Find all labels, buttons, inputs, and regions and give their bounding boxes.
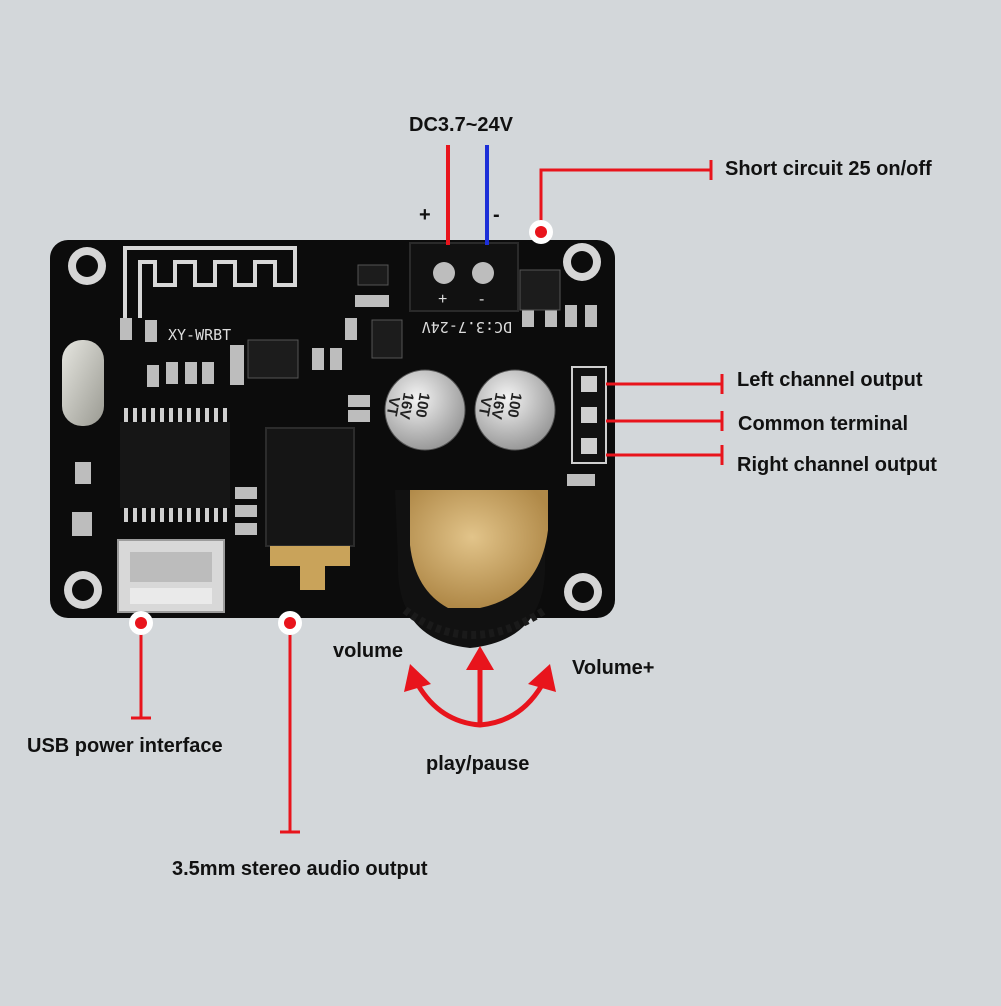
volume-minus-label: volume (333, 640, 404, 662)
capacitor-right-value: 100 (504, 391, 525, 419)
usb-port (117, 539, 225, 613)
crystal-oscillator (62, 340, 104, 426)
voltage-silk-label: DC:3.7-24V (422, 318, 512, 336)
callout-dots (129, 220, 553, 635)
knob-arrows (415, 662, 545, 728)
short-circuit-label: Short circuit 25 on/off (725, 158, 932, 180)
mounting-holes (64, 243, 602, 611)
terminal-minus-silk: - (479, 291, 484, 308)
terminal-plus-silk: + (438, 291, 447, 308)
audio-output-label: 3.5mm stereo audio output (172, 858, 428, 880)
volume-plus-label: Volume+ (572, 657, 655, 679)
ic-packages (247, 264, 561, 379)
plus-sign-label: + (419, 204, 431, 226)
model-silk-label: XY-WRBT (168, 326, 231, 344)
volume-minus-arrowhead (404, 664, 431, 692)
knob-arrowheads (404, 646, 556, 692)
minus-sign-label: - (493, 204, 500, 226)
common-terminal-label: Common terminal (738, 413, 909, 435)
audio-jack (265, 427, 355, 590)
main-chip (120, 408, 230, 522)
play-pause-arrowhead (466, 646, 494, 670)
antenna-trace (123, 246, 297, 318)
capacitor-right: 100 16V VT (474, 369, 556, 451)
capacitor-left-value: 100 (412, 391, 433, 419)
output-pin-header (571, 366, 607, 464)
volume-knob (395, 490, 548, 648)
volume-plus-arrowhead (528, 664, 556, 692)
capacitor-right-code: VT (475, 395, 495, 417)
capacitor-left-voltage: 16V (395, 391, 416, 420)
play-pause-label: play/pause (426, 753, 530, 775)
left-channel-label: Left channel output (737, 369, 923, 391)
power-voltage-label: DC3.7~24V (409, 114, 513, 136)
power-terminal: + - (409, 242, 519, 312)
capacitor-left-code: VT (383, 395, 403, 417)
right-channel-label: Right channel output (737, 454, 937, 476)
capacitor-left: 100 16V VT (383, 369, 466, 451)
usb-power-label: USB power interface (27, 735, 223, 757)
callout-lines (131, 160, 724, 834)
capacitor-right-voltage: 16V (487, 391, 508, 420)
